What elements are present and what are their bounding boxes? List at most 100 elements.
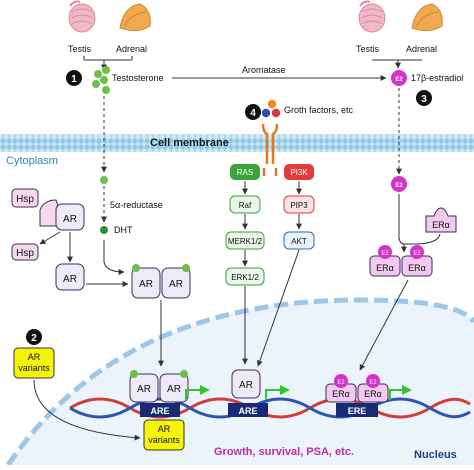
er-dimer-e2-left: E2	[381, 251, 389, 257]
aromatase-label: Aromatase	[242, 65, 286, 75]
growth-survival-label: Growth, survival, PSA, etc.	[214, 446, 354, 458]
ere-box: ERE	[336, 403, 378, 417]
e2-molecule-top	[391, 70, 407, 86]
hsp-free-label: Hsp	[16, 248, 34, 259]
ras-node: RAS	[230, 164, 260, 180]
er-nuc-e2-left: E2	[337, 380, 345, 386]
badge-1	[66, 70, 82, 86]
er-dimer-left-label: ERα	[376, 263, 394, 273]
akt-node: AKT	[283, 231, 315, 250]
growth-factor-receptor-icon	[261, 123, 279, 176]
testis-right-label: Testis	[356, 44, 380, 54]
ar-dimer-left-label: AR	[139, 279, 153, 290]
ar-variants-box: AR variants	[13, 347, 55, 379]
are-box-left: ARE	[140, 403, 180, 417]
testis-left-label: Testis	[68, 44, 92, 54]
e2-top-text: E2	[395, 77, 403, 83]
er-merge-arrow	[401, 233, 441, 253]
e2-cyto-text: E2	[395, 183, 403, 189]
ar-free-label: AR	[63, 274, 77, 285]
testosterone-label: Testosterone	[112, 73, 164, 83]
merk-node: MERK1/2	[225, 231, 265, 250]
transcription-arrow-ar	[185, 385, 210, 400]
ar-dimer-cytoplasm: AR AR	[131, 264, 191, 299]
raf-label: Raf	[239, 201, 252, 210]
badge-1-text: 1	[71, 74, 77, 85]
nucleus-label: Nucleus	[414, 449, 457, 461]
badge-2	[26, 329, 42, 345]
ar-variants-nuc-line1: AR	[158, 424, 171, 434]
e2-molecule-cyto	[391, 176, 407, 192]
ras-label: RAS	[237, 168, 253, 177]
er-dimer-e2-right: E2	[413, 251, 421, 257]
testis-icon	[68, 0, 96, 33]
ar-nuc-left-label: AR	[137, 384, 151, 395]
hsp-ar-complex: Hsp AR	[11, 188, 85, 231]
akt-to-ar-arrow	[256, 249, 300, 367]
cytoplasm-label: Cytoplasm	[6, 155, 58, 167]
ar-dimer-right-label: AR	[169, 279, 183, 290]
er-nuc-right-label: ERα	[364, 389, 382, 399]
er-dimer-right-label: ERα	[408, 263, 426, 273]
organ-right-merge-arrow	[372, 59, 422, 68]
ar-variants-nuc-line2: variants	[148, 435, 180, 445]
badge-3	[416, 90, 432, 106]
estradiol-label: 17β-estradiol	[411, 73, 463, 83]
ar-dimer-nucleus: AR AR	[129, 370, 189, 403]
dht-molecule	[100, 226, 108, 234]
erk-node: ERK1/2	[225, 267, 265, 286]
dna-helix	[69, 397, 471, 419]
pi3k-label: PI3K	[290, 168, 308, 177]
pip3-label: PIP3	[290, 201, 308, 210]
ar-hsp-label: AR	[63, 214, 77, 225]
raf-node: Raf	[229, 195, 261, 214]
adrenal-left-label: Adrenal	[116, 44, 147, 54]
ar-variants-arrow	[33, 379, 141, 441]
adrenal-icon	[119, 3, 151, 32]
er-to-nucleus-arrow	[359, 279, 409, 371]
merk-label: MERK1/2	[228, 237, 263, 246]
erk-label: ERK1/2	[231, 273, 259, 282]
pip3-node: PIP3	[283, 195, 315, 214]
er-dimer-nucleus: E2 E2 ERα ERα	[325, 374, 389, 403]
testis-right-icon	[358, 0, 386, 33]
transcription-arrow-er	[389, 385, 412, 400]
ere-label: ERE	[348, 406, 367, 416]
cell-membrane-band	[0, 134, 474, 152]
adrenal-right-icon	[411, 3, 443, 32]
are-left-label: ARE	[150, 406, 169, 416]
cell-membrane-label: Cell membrane	[150, 137, 229, 149]
are-box-middle: ARE	[228, 403, 268, 417]
er-alpha-single: ERα	[425, 207, 457, 233]
pi3k-node: PI3K	[284, 164, 314, 180]
hsp-release-arrow	[39, 231, 61, 245]
nuclear-envelope	[5, 297, 474, 467]
dht-label: DHT	[114, 225, 133, 235]
badge-3-text: 3	[421, 94, 427, 105]
er-dimer-cytoplasm: E2 E2 ERα ERα	[369, 245, 433, 277]
growth-factors-label: Groth factors, etc	[284, 105, 354, 115]
testosterone-molecule-cyto	[100, 176, 108, 184]
ar-variants-nucleus: AR variants	[143, 419, 185, 451]
ar-single-nucleus: AR	[231, 369, 261, 399]
are-middle-label: ARE	[238, 406, 257, 416]
transcription-arrow-ar-single	[265, 385, 290, 400]
hsp-free	[11, 243, 39, 261]
hsp-top-label: Hsp	[16, 194, 34, 205]
ar-variants-line1: AR	[28, 352, 41, 362]
ar-nuc-right-label: AR	[167, 384, 181, 395]
badge-4-text: 4	[250, 108, 256, 119]
growth-factor-molecules	[261, 99, 281, 118]
badge-2-text: 2	[31, 333, 37, 344]
badge-4	[245, 104, 261, 120]
er-alpha-single-label: ERα	[432, 220, 450, 230]
reductase-label: 5α-reductase	[110, 200, 163, 210]
akt-label: AKT	[291, 237, 307, 246]
dht-to-dimer-arrow	[103, 240, 125, 275]
e2-to-er-line	[398, 194, 405, 245]
ar-free	[55, 263, 85, 291]
testosterone-molecules	[92, 66, 110, 94]
er-nuc-e2-right: E2	[369, 380, 377, 386]
